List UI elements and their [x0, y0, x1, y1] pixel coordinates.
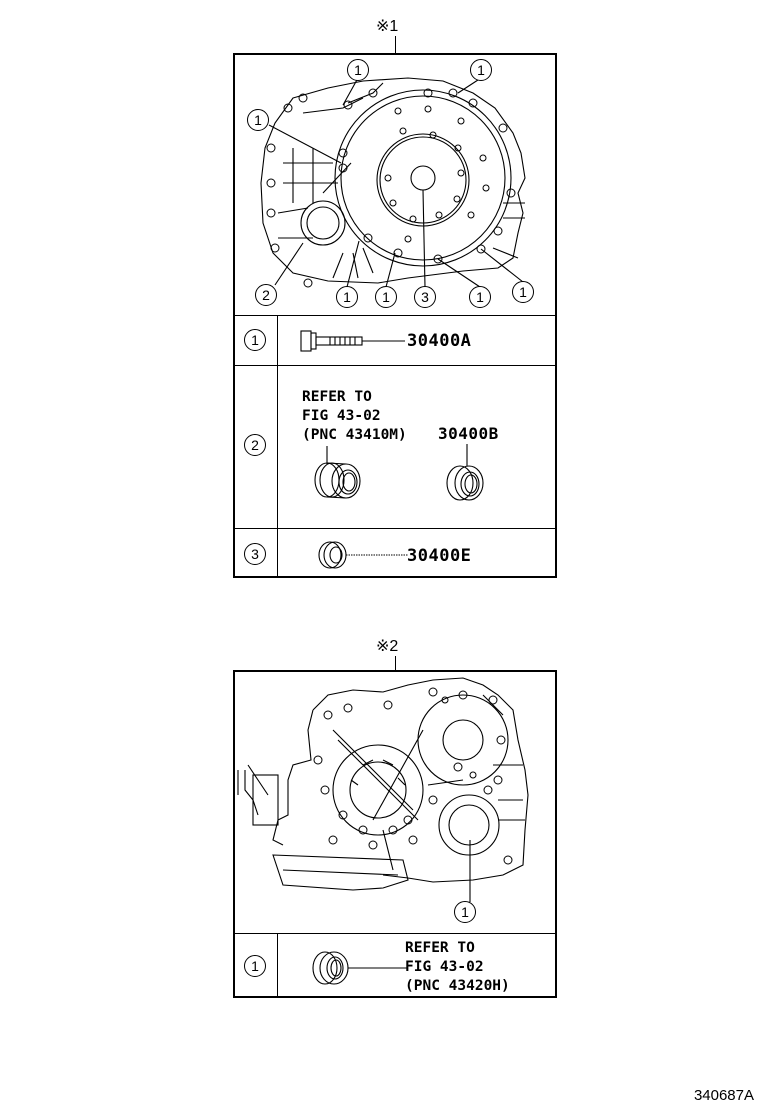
refer-text-line-2: FIG 43-02: [405, 959, 484, 975]
callout-1: 1: [512, 281, 534, 303]
table-divider: [233, 365, 557, 366]
table-divider: [233, 315, 557, 316]
oil-seal-icon: [312, 951, 407, 985]
oil-seal-icon: [318, 541, 408, 569]
callout-1: 1: [375, 286, 397, 308]
callout-1: 1: [336, 286, 358, 308]
part-number: 30400B: [438, 424, 499, 443]
flange-bolt-icon: [300, 330, 405, 352]
table-divider: [233, 933, 557, 934]
table-column-divider: [277, 933, 278, 998]
diagram-1-marker: ※1: [376, 18, 399, 35]
ref-number-1: 1: [244, 329, 266, 351]
part-number: 30400E: [407, 546, 472, 566]
diagram-2-marker: ※2: [376, 638, 399, 655]
transaxle-assembly-side-illustration: [237, 677, 529, 902]
transaxle-case-front-illustration: [260, 77, 526, 288]
oil-seal-icon: [314, 444, 484, 501]
refer-text-line-2: FIG 43-02: [302, 408, 381, 424]
callout-1: 1: [347, 59, 369, 81]
callout-2: 2: [255, 284, 277, 306]
figure-code: 340687A: [693, 1087, 754, 1104]
table-column-divider: [277, 315, 278, 577]
callout-1: 1: [454, 901, 476, 923]
refer-text-line-3: (PNC 43410M): [302, 427, 407, 443]
callout-1: 1: [470, 59, 492, 81]
callout-1: 1: [247, 109, 269, 131]
refer-text-line-1: REFER TO: [405, 940, 475, 956]
callout-1: 1: [469, 286, 491, 308]
refer-text-line-1: REFER TO: [302, 389, 372, 405]
ref-number-1: 1: [244, 955, 266, 977]
diagram-1-leader: [395, 36, 396, 53]
part-number: 30400A: [407, 331, 472, 351]
table-divider: [233, 528, 557, 529]
ref-number-3: 3: [244, 543, 266, 565]
refer-text-line-3: (PNC 43420H): [405, 978, 510, 994]
diagram-2-leader: [395, 656, 396, 670]
ref-number-2: 2: [244, 434, 266, 456]
callout-3: 3: [414, 286, 436, 308]
